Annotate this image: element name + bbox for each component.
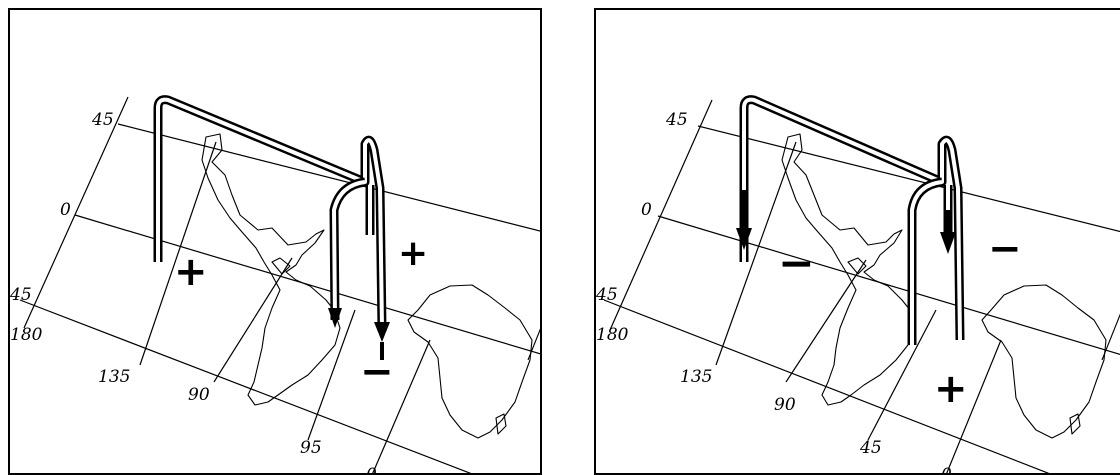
sign-plus-left: + bbox=[174, 249, 208, 295]
arrow-down-icon bbox=[374, 322, 390, 342]
sign-minus-left: − bbox=[778, 238, 815, 289]
flow-arrows bbox=[328, 308, 390, 360]
coastline-americas bbox=[201, 133, 341, 406]
current-loop bbox=[153, 95, 387, 329]
lon-label-0: 0 bbox=[366, 465, 377, 475]
sign-plus: + bbox=[934, 366, 968, 412]
lon-label-90: 90 bbox=[774, 395, 796, 415]
sign-plus-right: + bbox=[398, 233, 428, 274]
meridian-lines bbox=[609, 99, 1002, 473]
map-diagram-right: 45 0 45 180 135 90 45 0 − − + bbox=[596, 95, 1120, 475]
diagram-panel-left: 45 0 45 180 135 90 95 0 + + − bbox=[8, 8, 542, 475]
arrow-down-icon bbox=[940, 232, 956, 254]
lon-label-0: 0 bbox=[941, 465, 952, 475]
map-diagram-left: 45 0 45 180 135 90 95 0 + + − bbox=[10, 95, 540, 475]
lon-label-45: 45 bbox=[859, 438, 882, 458]
lon-label-135: 135 bbox=[680, 367, 712, 387]
lon-label-90: 90 bbox=[188, 385, 210, 405]
parallel-lines bbox=[603, 125, 1120, 473]
lat-label-45s: 45 bbox=[10, 285, 32, 305]
arrow-down-icon bbox=[328, 308, 342, 328]
lat-label-0: 0 bbox=[60, 200, 71, 220]
lon-label-135: 135 bbox=[98, 367, 130, 387]
lon-label-95: 95 bbox=[300, 438, 322, 458]
lon-label-180: 180 bbox=[596, 325, 629, 345]
sign-minus: − bbox=[360, 349, 394, 395]
lon-label-180: 180 bbox=[10, 325, 43, 345]
coastline-africa bbox=[407, 284, 540, 439]
coastline-africa bbox=[981, 284, 1120, 439]
arrow-down-icon bbox=[736, 228, 752, 250]
lat-label-0: 0 bbox=[641, 200, 652, 220]
meridian-lines bbox=[23, 96, 431, 473]
sign-minus-right: − bbox=[988, 226, 1022, 272]
lat-label-45n: 45 bbox=[91, 110, 114, 130]
current-loop bbox=[739, 95, 965, 345]
lat-label-45n: 45 bbox=[665, 110, 688, 130]
flow-arrows bbox=[736, 190, 956, 254]
lat-label-45s: 45 bbox=[596, 285, 618, 305]
parallel-lines bbox=[19, 123, 540, 473]
diagram-panel-right: 45 0 45 180 135 90 45 0 − − + bbox=[594, 8, 1120, 475]
